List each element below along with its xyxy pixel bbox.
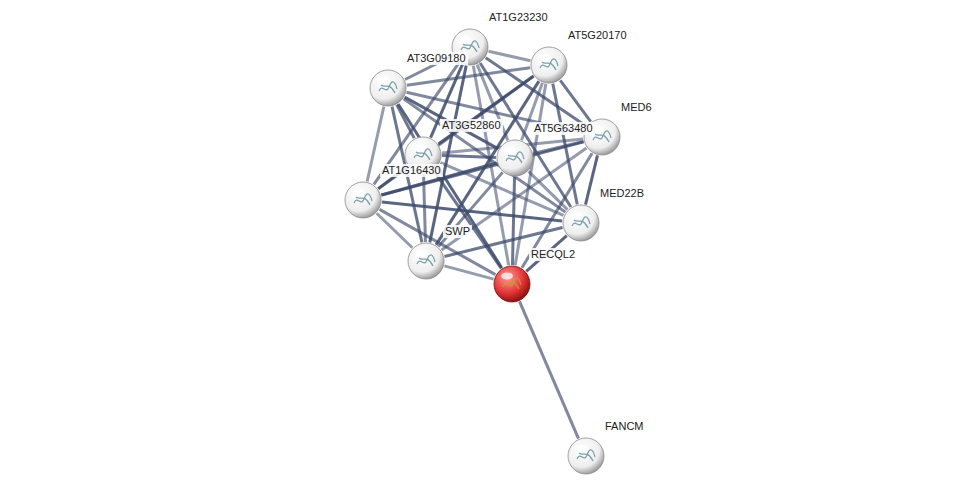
interaction-line [382, 202, 562, 221]
node-label: MED6 [619, 101, 654, 114]
protein-sphere [369, 69, 407, 107]
node-label: SWP [443, 225, 472, 238]
protein-node: SWP [407, 242, 445, 280]
interaction-line [560, 80, 590, 121]
node-label: AT1G16430 [380, 164, 443, 177]
protein-sphere [530, 46, 568, 84]
protein-sphere [344, 181, 382, 219]
protein-sphere [493, 265, 531, 303]
node-label: RECQL2 [529, 248, 577, 261]
protein-node: RECQL2 [493, 265, 531, 303]
node-label: AT3G09180 [405, 52, 468, 65]
interaction-line [444, 266, 493, 279]
interaction-line [442, 156, 496, 158]
node-label: AT1G23230 [487, 11, 550, 24]
protein-sphere [562, 204, 600, 242]
node-label: FANCM [603, 420, 646, 433]
protein-sphere [567, 437, 605, 475]
protein-sphere [496, 139, 534, 177]
interaction-line [407, 68, 530, 86]
node-label: AT5G63480 [532, 122, 595, 135]
node-label: MED22B [598, 187, 646, 200]
node-label: AT3G52860 [440, 119, 503, 132]
protein-node: AT1G16430 [344, 181, 382, 219]
interaction-line [512, 177, 514, 265]
protein-node: AT3G09180 [369, 69, 407, 107]
interaction-line [529, 171, 568, 209]
protein-node: AT5G20170 [530, 46, 568, 84]
protein-node: FANCM [567, 437, 605, 475]
interaction-line [520, 301, 579, 438]
protein-node: AT5G63480 [496, 139, 534, 177]
node-label: AT5G20170 [566, 29, 629, 42]
protein-sphere [407, 242, 445, 280]
interaction-line [489, 51, 531, 61]
protein-node: MED22B [562, 204, 600, 242]
